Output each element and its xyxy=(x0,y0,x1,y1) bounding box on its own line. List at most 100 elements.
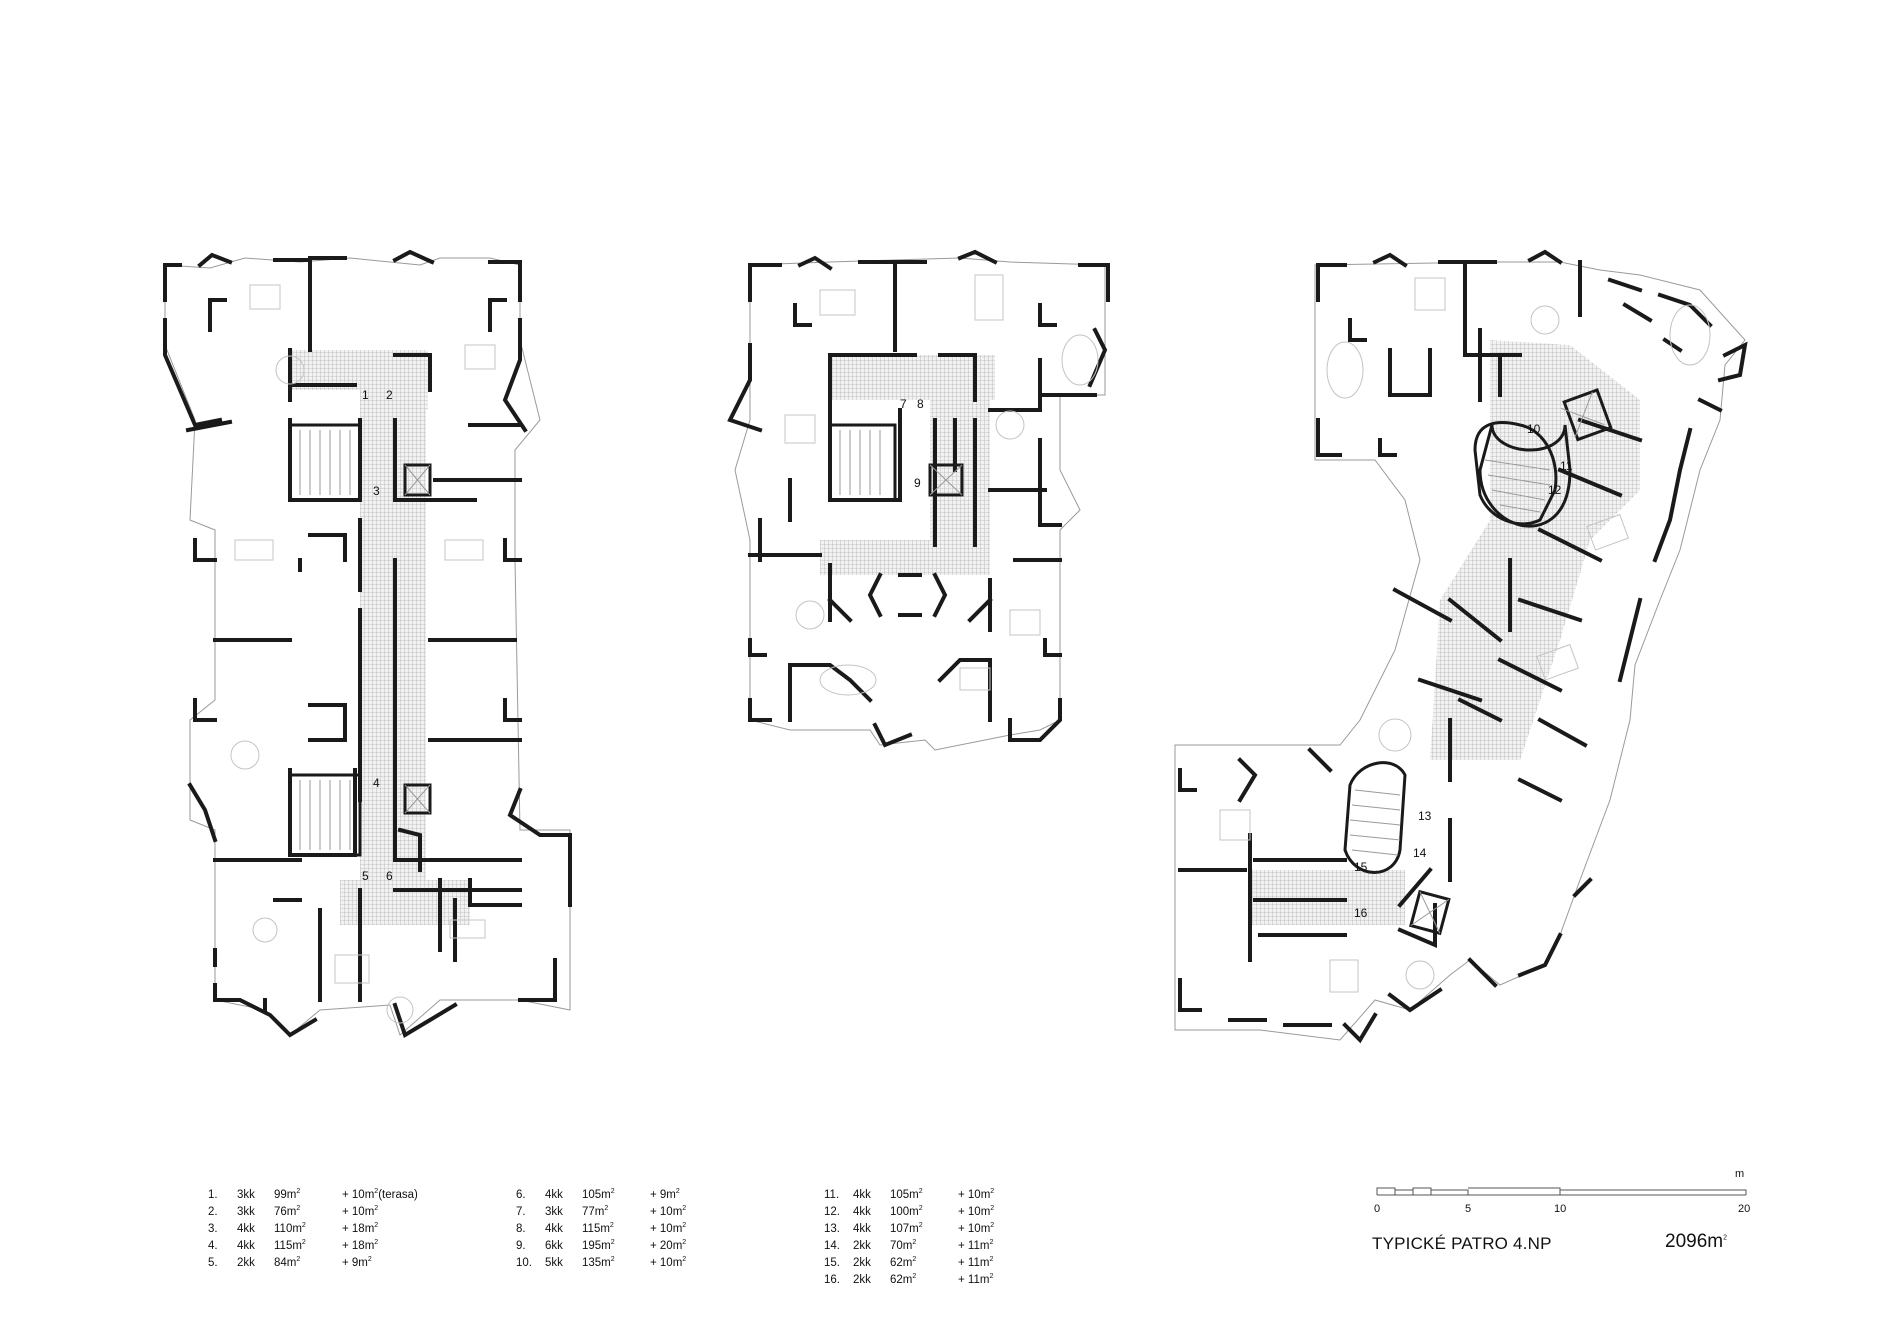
unit-area-value: 115m xyxy=(582,1223,610,1235)
unit-extra-area: + 10m2 xyxy=(650,1255,760,1272)
unit-type: 4kk xyxy=(237,1240,255,1252)
unit-extra-area: + 9m2 xyxy=(342,1255,452,1272)
unit-extra-sup: 2 xyxy=(374,1222,379,1230)
unit-extra-area: + 10m2 xyxy=(958,1187,1068,1204)
unit-type: 4kk xyxy=(545,1223,563,1235)
unit-area: 62m2 xyxy=(890,1272,958,1289)
unit-type: 4kk xyxy=(237,1223,255,1235)
unit-extra-sup: 2 xyxy=(682,1239,687,1247)
floor-title: TYPICKÉ PATRO 4.NP xyxy=(1372,1234,1552,1253)
unit-type: 5kk xyxy=(545,1257,563,1269)
unit-extra-sup: 2 xyxy=(682,1222,687,1230)
unit-area-sup: 2 xyxy=(604,1205,609,1213)
unit-type: 4kk xyxy=(853,1189,871,1201)
legend-row: 3. 4kk 110m 2+ 18m2 xyxy=(208,1221,452,1238)
unit-area-sup: 2 xyxy=(918,1205,923,1213)
unit-area: 84m2 xyxy=(274,1255,342,1272)
unit-extra-value: + 10m xyxy=(958,1206,991,1218)
scale-tick: 5 xyxy=(1465,1203,1472,1215)
unit-number: 16. xyxy=(824,1274,840,1286)
unit-extra-value: + 18m xyxy=(342,1240,375,1252)
unit-area: 105m2 xyxy=(890,1187,958,1204)
scale-tick: 20 xyxy=(1738,1203,1751,1215)
unit-area-value: 105m xyxy=(890,1189,919,1201)
unit-number: 14. xyxy=(824,1240,840,1252)
unit-number: 5. xyxy=(208,1257,218,1269)
unit-number: 3. xyxy=(208,1223,218,1235)
unit-extra-sup: 2 xyxy=(374,1188,379,1196)
unit-extra-value: + 9m xyxy=(650,1189,676,1201)
scale-bar xyxy=(1376,1187,1747,1196)
unit-number: 10. xyxy=(516,1257,532,1269)
unit-area-value: 105m xyxy=(582,1189,611,1201)
unit-area-value: 135m xyxy=(582,1257,611,1269)
unit-label: 15 xyxy=(1354,860,1368,874)
unit-number: 4. xyxy=(208,1240,218,1252)
unit-number: 13. xyxy=(824,1223,840,1235)
unit-type: 3kk xyxy=(237,1189,255,1201)
unit-extra-value: + 10m xyxy=(342,1189,375,1201)
total-area-value: 2096m xyxy=(1665,1231,1724,1252)
unit-area-sup: 2 xyxy=(301,1239,306,1247)
unit-area-sup: 2 xyxy=(918,1188,923,1196)
unit-area-value: 77m xyxy=(582,1206,605,1218)
unit-area-value: 107m xyxy=(890,1223,919,1235)
unit-extra-area: + 11m2 xyxy=(958,1255,1068,1272)
unit-extra-area: + 11m2 xyxy=(958,1272,1068,1289)
unit-area-value: 100m xyxy=(890,1206,919,1218)
total-area-unit-sup: 2 xyxy=(1723,1234,1728,1242)
unit-extra-value: + 11m xyxy=(958,1257,990,1269)
unit-area: 105m2 xyxy=(582,1187,650,1204)
unit-area-value: 70m xyxy=(890,1240,913,1252)
unit-area-sup: 2 xyxy=(918,1222,923,1230)
unit-area: 115m2 xyxy=(274,1238,342,1255)
unit-extra-value: + 10m xyxy=(650,1223,683,1235)
building-right xyxy=(1174,249,1748,1044)
unit-area-value: 76m xyxy=(274,1206,297,1218)
unit-type: 3kk xyxy=(237,1206,255,1218)
unit-area: 195m2 xyxy=(582,1238,650,1255)
unit-extra-area: + 18m2 xyxy=(342,1221,452,1238)
unit-number: 15. xyxy=(824,1257,840,1269)
unit-label: 1 xyxy=(362,388,369,402)
unit-area-sup: 2 xyxy=(912,1273,917,1281)
unit-area-value: 115m xyxy=(274,1240,302,1252)
unit-area-sup: 2 xyxy=(296,1188,301,1196)
unit-extra-value: + 18m xyxy=(342,1223,375,1235)
unit-number-labels: 1 2 3 4 5 6 7 8 9 10 11 12 13 14 15 16 xyxy=(362,388,1573,920)
unit-number: 8. xyxy=(516,1223,526,1235)
unit-extra-value: + 10m xyxy=(650,1257,683,1269)
unit-label: 4 xyxy=(373,776,380,790)
unit-extra-area: + 9m2 xyxy=(650,1187,760,1204)
unit-extra-area: + 10m2 xyxy=(650,1221,760,1238)
unit-area: 77m2 xyxy=(582,1204,650,1221)
unit-type: 4kk xyxy=(853,1206,871,1218)
unit-area-sup: 2 xyxy=(609,1222,614,1230)
scale-unit: m xyxy=(1735,1168,1745,1180)
unit-area: 70m2 xyxy=(890,1238,958,1255)
unit-extra-sup: 2 xyxy=(990,1222,995,1230)
unit-extra-sup: 2 xyxy=(367,1256,372,1264)
unit-extra-sup: 2 xyxy=(989,1256,994,1264)
unit-extra-value: + 9m xyxy=(342,1257,368,1269)
unit-extra-value: + 11m xyxy=(958,1240,990,1252)
unit-area-value: 110m xyxy=(274,1223,302,1235)
unit-extra-value: + 10m xyxy=(342,1206,375,1218)
unit-number: 9. xyxy=(516,1240,526,1252)
unit-number: 7. xyxy=(516,1206,526,1218)
unit-number: 6. xyxy=(516,1189,526,1201)
unit-number: 11. xyxy=(824,1189,840,1201)
unit-area-sup: 2 xyxy=(296,1205,301,1213)
unit-extra-sup: 2 xyxy=(990,1205,995,1213)
unit-area: 115m2 xyxy=(582,1221,650,1238)
unit-extra-area: + 10m2 xyxy=(958,1221,1068,1238)
